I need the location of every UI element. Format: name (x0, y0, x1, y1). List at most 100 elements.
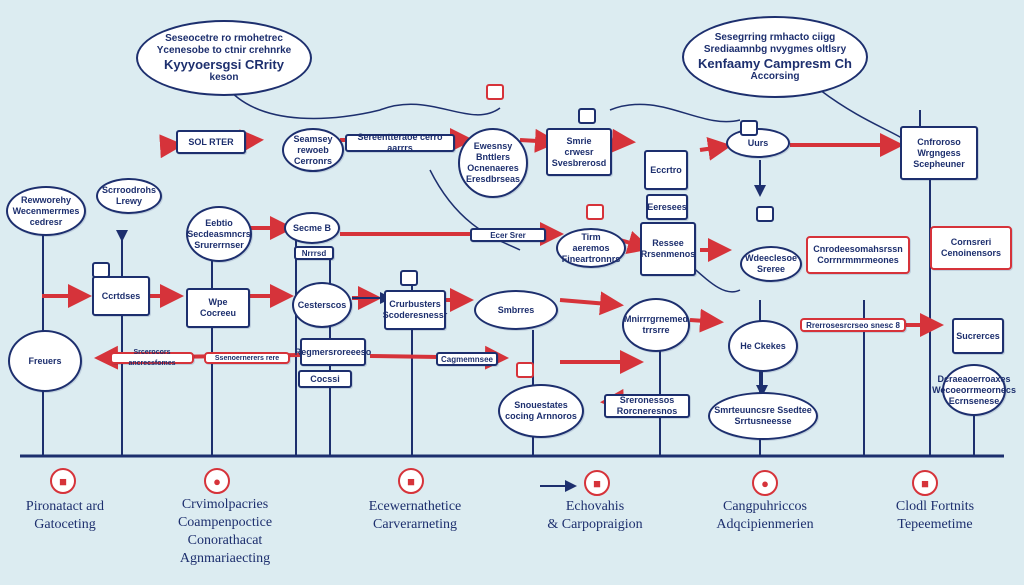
top-left-cloud: Seseocetre ro rmohetrec Ycenesobe to ctn… (136, 20, 312, 96)
node-sucrerces[interactable]: Sucrerces (952, 318, 1004, 354)
node-coessi[interactable]: Cocssi (298, 370, 352, 388)
node-cruebuer[interactable]: Crurbusters Scoderesnessr (382, 290, 448, 330)
node-nrsd[interactable]: Nrrrsd (294, 246, 334, 260)
node-rre-wide[interactable]: Rrerrosesrcrseo snesc 8 (800, 318, 906, 332)
node-comsreri[interactable]: Cornsreri Cenoinensors (930, 226, 1012, 270)
node-label: Ccrtdses (101, 290, 141, 301)
cloud-line: Seseocetre ro rmohetrec (165, 32, 283, 44)
node-label: Smrie crwesr Svesbrerosd (551, 135, 607, 168)
node-label: Ecer Srer (490, 230, 526, 240)
stage-line: Coampenpoctice (177, 515, 273, 530)
node-eereses[interactable]: Eeresees (646, 194, 688, 220)
node-stersrome[interactable]: Sereentteraoe cerro aarrrs (345, 132, 455, 153)
node-cestersco[interactable]: Cesterscos (292, 282, 352, 328)
stage-line: & Carpopraigion (547, 517, 643, 532)
node-label: Sucrerces (956, 330, 1000, 341)
node-seamsey[interactable]: Seamsey rewoeb Cerronrs (282, 128, 344, 172)
stage-label-6: Clodl Fortnits Tepeemetime (860, 498, 1010, 534)
node-label: Dcraeaoerroaxes Wecoeorrmeornecs Ecrnsen… (932, 373, 1016, 406)
chart-icon (740, 120, 758, 136)
node-cnrodeson[interactable]: Cnrodeesomahsrssn Corrnrmmrmeones (806, 236, 910, 274)
node-label: Eebtio Secdeasmncrs Srurerrnser (187, 217, 251, 250)
node-ccrtdses[interactable]: Ccrtdses (92, 276, 150, 316)
cloud-line: Srediaamnbg nvygmes oltlsry (703, 43, 847, 55)
stage-label-3: Ecewernathetice Carverarneting (340, 498, 490, 534)
node-mid-wide[interactable]: Ssenoernerers rere (204, 352, 290, 364)
node-label: Mnirrrgrnemed trrsrre (624, 314, 689, 335)
node-dtaacrs[interactable]: Dcraeaoerroaxes Wecoeorrmeornecs Ecrnsen… (932, 364, 1016, 416)
stage-line: Clodl Fortnits (895, 499, 975, 514)
stage-label-5: Cangpuhriccos Adqcipienmerien (690, 498, 840, 534)
node-tirmeme[interactable]: Tirm aeremos Fineartronnrs (556, 228, 626, 268)
node-snousstates[interactable]: Snouestates cocing Arnnoros (498, 384, 584, 438)
node-mnirrlreg[interactable]: Mnirrrgrnemed trrsrre (622, 298, 690, 352)
stage-1-icon: ■ (50, 468, 76, 494)
cloud-line: keson (209, 71, 239, 83)
cloud-line: Sesegrring rmhacto ciigg (714, 31, 836, 43)
stage-3-icon: ■ (398, 468, 424, 494)
cloud-line: Accorsing (750, 70, 800, 82)
stage-6-icon: ■ (912, 470, 938, 496)
node-label: He Ckekes (740, 340, 786, 351)
node-scrod[interactable]: Scrroodrohs Lrewy (96, 178, 162, 214)
node-label: Sereentteraoe cerro aarrrs (357, 132, 443, 153)
node-label: SOL RTER (188, 136, 234, 147)
node-sol-rter[interactable]: SOL RTER (176, 130, 246, 154)
node-label: Uurs (747, 137, 769, 148)
stage-label-2: Crvimolpacries Coampenpoctice Conorathac… (140, 496, 310, 568)
node-label: Scrroodrohs Lrewy (102, 185, 157, 206)
monitor-icon (756, 206, 774, 222)
node-sreronnesco[interactable]: Sreronessos Rorcneresnos (604, 394, 690, 418)
node-wpe[interactable]: Wpe Cocreeu (186, 288, 250, 328)
node-ressee[interactable]: Ressee Rrsenmenos (640, 222, 696, 276)
node-rewworehy[interactable]: Rewworehy Wecenmerrmes cedresr (6, 186, 86, 236)
server-icon (516, 362, 534, 378)
stage-line: Echovahis (565, 499, 625, 514)
node-ecctrro[interactable]: Eccrtro (644, 150, 688, 190)
node-label: Srcerocors ancrecsfomes (128, 349, 176, 367)
node-label: Eeresees (647, 201, 687, 212)
node-label: Cocssi (310, 373, 340, 384)
node-label: Crurbusters Scoderesnessr (382, 299, 448, 320)
stage-line: Conorathacat Agnmariaecting (179, 533, 271, 566)
node-label: Cesterscos (297, 299, 347, 310)
node-uurs[interactable]: Uurs (726, 128, 790, 158)
calendar-icon (586, 204, 604, 220)
stage-line: Tepeemetime (897, 517, 973, 532)
node-label: Rrerrosesrcrseo snesc 8 (806, 320, 900, 330)
node-sesse[interactable]: Secme B (284, 212, 340, 244)
node-regmersre[interactable]: Regmersroreeeso (295, 338, 371, 366)
node-freuers[interactable]: Freuers (8, 330, 82, 392)
node-label: Regmersroreeeso (294, 346, 372, 357)
node-cmbrress[interactable]: Smbrres (474, 290, 558, 330)
node-label: Freuers (28, 355, 62, 366)
node-smrie[interactable]: Smrie crwesr Svesbrerosd (546, 128, 612, 176)
document-icon (578, 108, 596, 124)
node-label: Rewworehy Wecenmerrmes cedresr (12, 194, 80, 227)
node-label: Cagmemnsee (440, 354, 494, 364)
node-left-wide[interactable]: Srcerocors ancrecsfomes (110, 349, 194, 367)
stage-line: Crvimolpacries (181, 497, 269, 512)
node-label: Eccrtro (650, 164, 682, 175)
node-enoa[interactable]: Eebtio Secdeasmncrs Srurerrnser (186, 206, 252, 262)
node-label: Tirm aeremos Fineartronnrs (561, 231, 621, 264)
node-cagnemsnee[interactable]: Cagmemnsee (436, 352, 498, 366)
stage-4-icon: ■ (584, 470, 610, 496)
node-mid-bar[interactable]: Ecer Srer (470, 228, 546, 242)
node-wdeciesoe[interactable]: Wdeeclesoe Sreree (740, 246, 802, 282)
top-right-cloud: Sesegrring rmhacto ciigg Srediaamnbg nvy… (682, 16, 868, 98)
node-label: Ressee Rrsenmenos (640, 238, 696, 259)
node-he-cekes[interactable]: He Ckekes (728, 320, 798, 372)
node-label: Wpe Cocreeu (199, 297, 236, 318)
node-wrggness[interactable]: Cnfroroso Wrgngess Scepheuner (900, 126, 978, 180)
clipboard-icon (486, 84, 504, 100)
node-ewesnsy[interactable]: Ewesnsy Bnttlers Ocnenaeres Eresdbrseas (458, 128, 528, 198)
node-label: Nrrrsd (301, 248, 327, 258)
laptop-icon (400, 270, 418, 286)
node-label: Smbrres (497, 304, 535, 315)
node-label: Ewesnsy Bnttlers Ocnenaeres Eresdbrseas (465, 141, 521, 184)
stage-label-4: Echovahis & Carpopraigion (520, 498, 670, 534)
stage-line: Carverarneting (373, 517, 457, 532)
cloud-line: Ycenesobe to ctnir crehnrke (156, 44, 292, 56)
node-stage-bubble[interactable]: Smrteuuncsre Ssedtee Srrtusneesse (708, 392, 818, 440)
